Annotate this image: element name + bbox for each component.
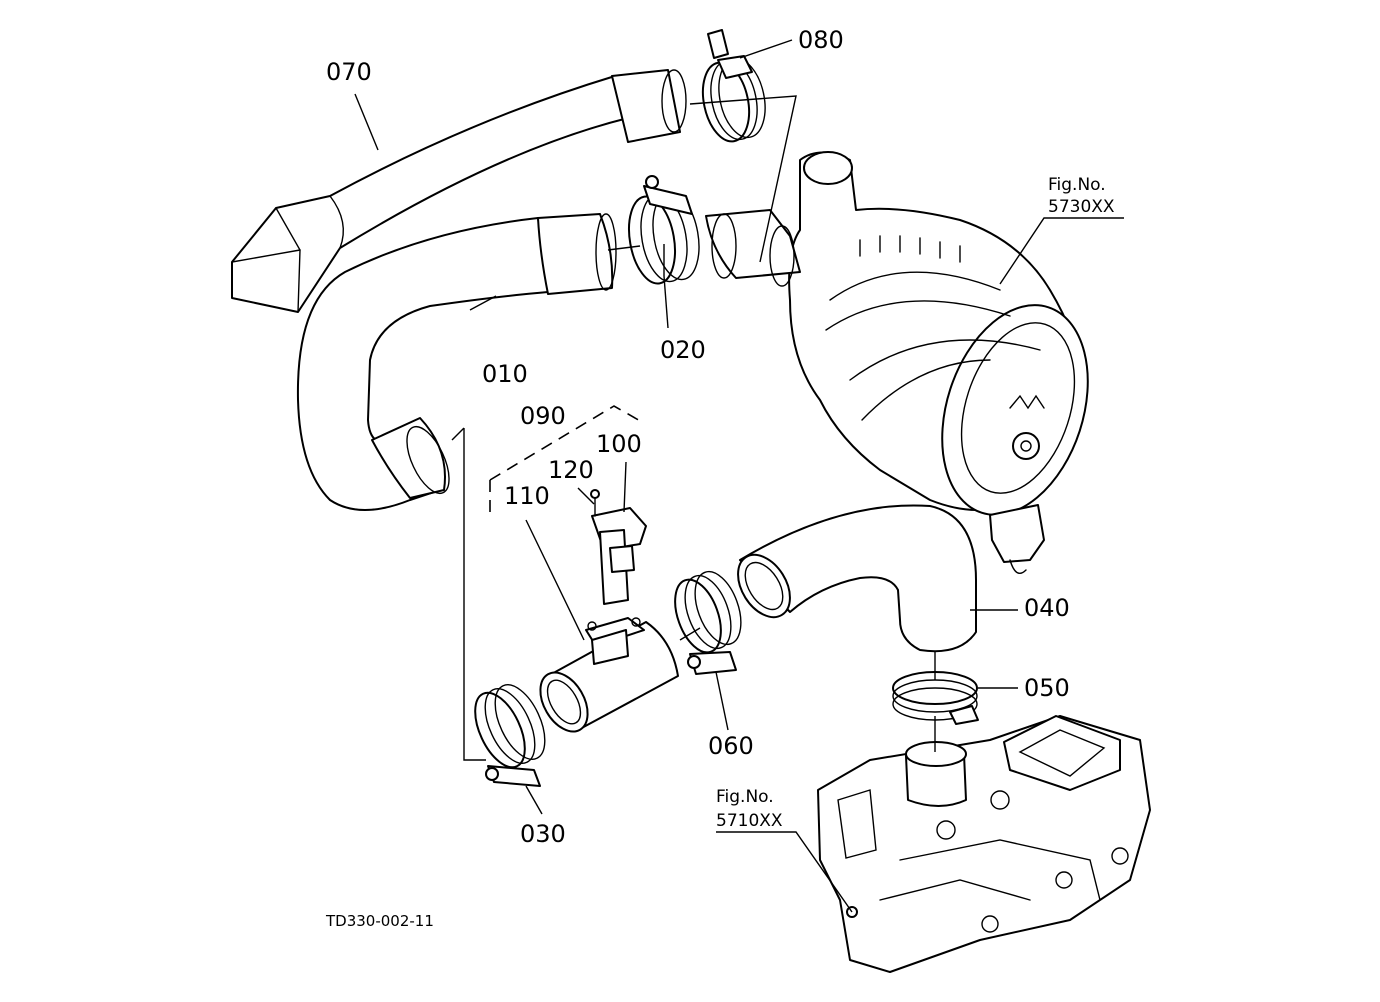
label-040: 040 — [1024, 594, 1070, 622]
screw-120[interactable] — [590, 489, 600, 517]
label-120: 120 — [548, 456, 594, 484]
label-050: 050 — [1024, 674, 1070, 702]
fig-ref-air-cleaner[interactable]: Fig.No. 5730XX — [1048, 175, 1115, 217]
fig-ref-manifold[interactable]: Fig.No. 5710XX — [716, 787, 783, 831]
bracket-090 — [489, 405, 643, 516]
fig-ref-title: Fig.No. — [716, 787, 774, 807]
sensor-100[interactable] — [591, 507, 647, 605]
tube-110[interactable] — [531, 617, 679, 740]
clamp-050[interactable] — [892, 671, 979, 725]
duct-070[interactable] — [231, 69, 687, 313]
fig-ref-number: 5710XX — [716, 811, 783, 831]
hose-010[interactable] — [296, 213, 617, 511]
label-070: 070 — [326, 58, 372, 86]
label-080: 080 — [798, 26, 844, 54]
clamp-080[interactable] — [696, 29, 772, 146]
leader-lines — [354, 39, 1124, 913]
fig-ref-number: 5730XX — [1048, 197, 1115, 217]
fig-ref-title: Fig.No. — [1048, 175, 1106, 195]
intake-manifold[interactable] — [817, 715, 1151, 973]
hose-040[interactable] — [727, 504, 977, 653]
drawing-code: TD330-002-11 — [325, 912, 434, 930]
label-010: 010 — [482, 360, 528, 388]
label-060: 060 — [708, 732, 754, 760]
air-cleaner-assembly[interactable] — [705, 151, 1113, 574]
label-090: 090 — [520, 402, 566, 430]
clamp-030[interactable] — [465, 677, 555, 787]
label-110: 110 — [504, 482, 550, 510]
label-020: 020 — [660, 336, 706, 364]
clamp-060[interactable] — [666, 565, 750, 675]
label-100: 100 — [596, 430, 642, 458]
label-030: 030 — [520, 820, 566, 848]
